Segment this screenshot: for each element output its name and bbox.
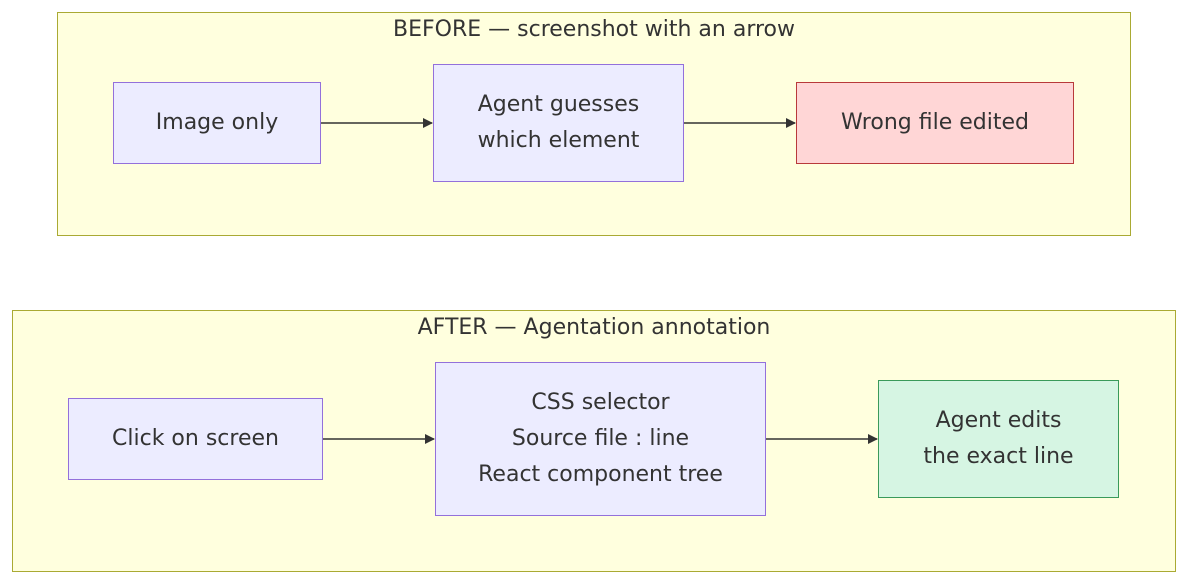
node-click-on-screen-line-1: Click on screen [112, 426, 279, 451]
node-agent-guesses-line-1: Agent guesses [477, 92, 640, 117]
node-agent-edits-line-1: Agent edits [935, 408, 1062, 433]
node-click-on-screen: Click on screen [68, 398, 323, 480]
node-selector-info: CSS selector Source file : line React co… [435, 362, 766, 516]
node-selector-info-line-3: React component tree [478, 462, 723, 487]
node-agent-edits: Agent edits the exact line [878, 380, 1119, 498]
node-wrong-file-edited-line-1: Wrong file edited [841, 110, 1029, 135]
before-cluster-title: BEFORE — screenshot with an arrow [393, 17, 795, 42]
node-image-only-line-1: Image only [155, 110, 279, 135]
after-cluster-title: AFTER — Agentation annotation [417, 315, 771, 340]
node-selector-info-line-1: CSS selector [531, 390, 670, 415]
node-agent-guesses: Agent guesses which element [433, 64, 684, 182]
node-agent-guesses-line-2: which element [477, 128, 640, 153]
node-agent-edits-line-2: the exact line [923, 444, 1074, 469]
node-wrong-file-edited: Wrong file edited [796, 82, 1074, 164]
node-selector-info-line-2: Source file : line [511, 426, 690, 451]
node-image-only: Image only [113, 82, 321, 164]
